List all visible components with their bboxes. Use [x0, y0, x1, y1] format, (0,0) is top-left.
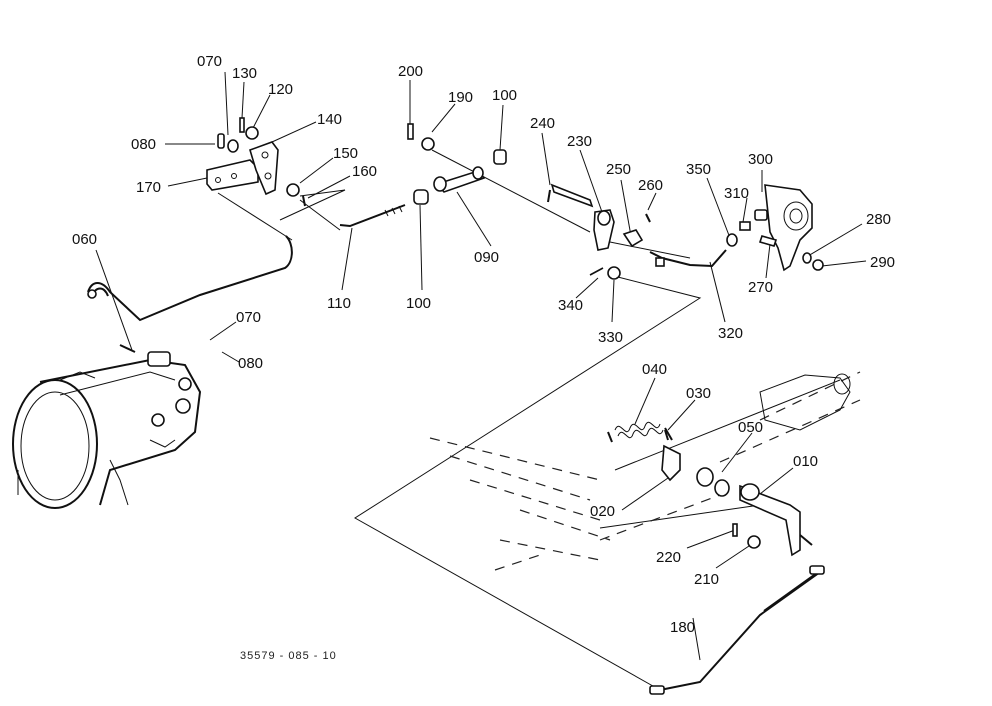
part-label-080: 080	[131, 136, 156, 153]
part-label-190: 190	[448, 89, 473, 106]
rod-110-and-link-090	[339, 123, 507, 228]
part-label-230: 230	[567, 133, 592, 150]
part-label-180: 180	[670, 619, 695, 636]
bracket-170-assembly	[206, 117, 306, 207]
part-label-060: 060	[72, 231, 97, 248]
part-label-200: 200	[398, 63, 423, 80]
part-label-300: 300	[748, 151, 773, 168]
part-label-160: 160	[352, 163, 377, 180]
part-label-110: 110	[327, 295, 351, 312]
part-label-240: 240	[530, 115, 555, 132]
part-label-310: 310	[724, 185, 749, 202]
part-label-140: 140	[317, 111, 342, 128]
part-label-250: 250	[606, 161, 631, 178]
transmission-housing	[12, 344, 202, 509]
part-label-210: 210	[694, 571, 719, 588]
part-label-290: 290	[870, 254, 895, 271]
part-label-050: 050	[738, 419, 763, 436]
diagram-reference-code: 35579 - 085 - 10	[240, 650, 337, 662]
part-labels: 070 130 120 080 140 150 160 170 060 070 …	[72, 53, 895, 636]
part-label-070-lower: 070	[236, 309, 261, 326]
part-label-220: 220	[656, 549, 681, 566]
part-label-280: 280	[866, 211, 891, 228]
part-label-130: 130	[232, 65, 257, 82]
part-label-070: 070	[197, 53, 222, 70]
part-label-260: 260	[638, 177, 663, 194]
part-label-170: 170	[136, 179, 161, 196]
actuator-300-assembly	[726, 184, 824, 272]
part-label-150: 150	[333, 145, 358, 162]
leader-lines	[95, 71, 867, 661]
assembly-guide-lines	[217, 149, 841, 691]
part-label-330: 330	[598, 329, 623, 346]
part-label-010: 010	[793, 453, 818, 470]
part-label-100-lower: 100	[406, 295, 431, 312]
part-label-030: 030	[686, 385, 711, 402]
rod-180	[649, 565, 825, 695]
part-label-040: 040	[642, 361, 667, 378]
rod-060	[87, 235, 293, 322]
part-label-100: 100	[492, 87, 517, 104]
part-label-350: 350	[686, 161, 711, 178]
part-label-080-lower: 080	[238, 355, 263, 372]
lever-230-assembly	[547, 183, 727, 280]
frame-outline-dashed	[429, 371, 861, 571]
pedal-spring-assembly	[607, 373, 851, 557]
part-label-120: 120	[268, 81, 293, 98]
part-label-320: 320	[718, 325, 743, 342]
part-label-270: 270	[748, 279, 773, 296]
part-label-340: 340	[558, 297, 583, 314]
part-label-090: 090	[474, 249, 499, 266]
part-label-020: 020	[590, 503, 615, 520]
